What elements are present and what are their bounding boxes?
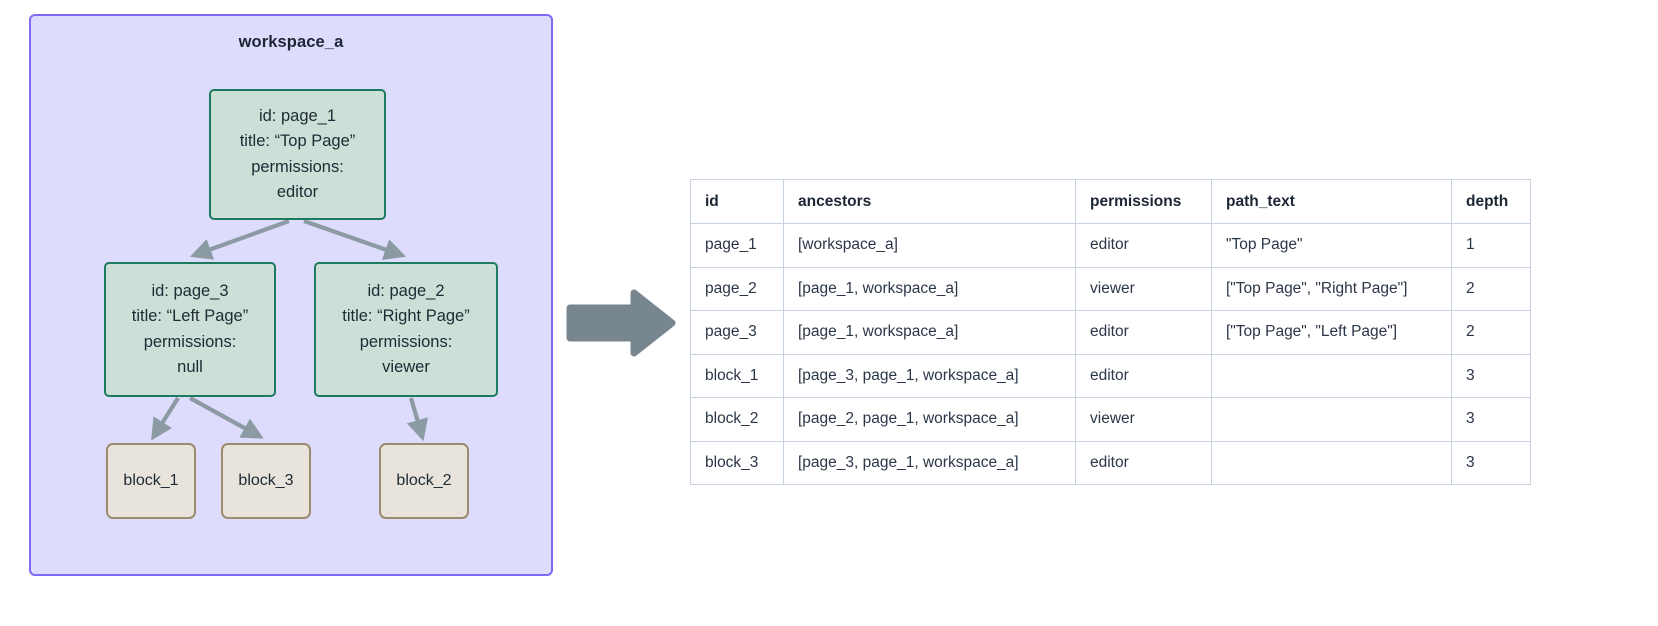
cell-path-text: ["Top Page", "Right Page"] <box>1211 266 1452 311</box>
cell-permissions: editor <box>1075 353 1212 398</box>
node-page-2-title: title: “Right Page” <box>342 307 470 326</box>
column-header-permissions: permissions <box>1075 179 1212 224</box>
node-page-1-perm-value: editor <box>276 182 319 201</box>
cell-permissions: editor <box>1075 440 1212 485</box>
cell-id: block_2 <box>690 397 784 442</box>
cell-path-text <box>1211 397 1452 442</box>
node-page-2[interactable]: id: page_2 title: “Right Page” permissio… <box>314 262 498 397</box>
cell-ancestors: [page_3, page_1, workspace_a] <box>783 440 1076 485</box>
workspace-title: workspace_a <box>238 33 344 51</box>
node-page-2-id: id: page_2 <box>367 282 445 301</box>
edge-page1-page3 <box>189 219 290 260</box>
node-page-1[interactable]: id: page_1 title: “Top Page” permissions… <box>209 89 386 220</box>
cell-ancestors: [page_1, workspace_a] <box>783 266 1076 311</box>
edge-page2-block2 <box>406 397 428 442</box>
cell-depth: 3 <box>1451 397 1531 442</box>
node-page-1-title: title: “Top Page” <box>239 132 356 151</box>
cell-ancestors: [page_1, workspace_a] <box>783 310 1076 355</box>
table-row: page_3 [page_1, workspace_a] editor ["To… <box>690 310 1531 355</box>
table-row: block_3 [page_3, page_1, workspace_a] ed… <box>690 440 1531 485</box>
cell-id: block_1 <box>690 353 784 398</box>
cell-path-text: ["Top Page", "Left Page"] <box>1211 310 1452 355</box>
cell-depth: 2 <box>1451 266 1531 311</box>
cell-ancestors: [page_2, page_1, workspace_a] <box>783 397 1076 442</box>
cell-permissions: viewer <box>1075 397 1212 442</box>
column-header-path-text: path_text <box>1211 179 1452 224</box>
node-page-1-perm-label: permissions: <box>251 157 344 176</box>
node-block-2-label: block_2 <box>396 471 452 489</box>
column-header-id: id <box>690 179 784 224</box>
node-block-2[interactable]: block_2 <box>379 443 469 519</box>
node-page-3-perm-label: permissions: <box>143 332 237 351</box>
cell-id: page_2 <box>690 266 784 311</box>
edge-page1-page2 <box>303 219 407 260</box>
table-header-row: id ancestors permissions path_text depth <box>690 179 1531 224</box>
node-page-3-id: id: page_3 <box>151 282 229 301</box>
cell-depth: 3 <box>1451 440 1531 485</box>
node-page-2-perm-value: viewer <box>382 357 430 376</box>
flow-arrow-icon <box>566 289 676 357</box>
node-block-3-label: block_3 <box>238 471 294 489</box>
edge-page3-block1 <box>151 396 180 441</box>
cell-path-text: "Top Page" <box>1211 223 1452 268</box>
cell-depth: 3 <box>1451 353 1531 398</box>
cell-path-text <box>1211 353 1452 398</box>
cell-path-text <box>1211 440 1452 485</box>
table-row: block_2 [page_2, page_1, workspace_a] vi… <box>690 397 1531 442</box>
node-page-3[interactable]: id: page_3 title: “Left Page” permission… <box>104 262 276 397</box>
node-block-1[interactable]: block_1 <box>106 443 196 519</box>
cell-ancestors: [page_3, page_1, workspace_a] <box>783 353 1076 398</box>
cell-id: page_1 <box>690 223 784 268</box>
table-row: block_1 [page_3, page_1, workspace_a] ed… <box>690 353 1531 398</box>
node-page-3-perm-value: null <box>177 357 203 376</box>
edge-page3-block3 <box>188 396 264 439</box>
column-header-ancestors: ancestors <box>783 179 1076 224</box>
result-table: id ancestors permissions path_text depth… <box>690 179 1531 485</box>
cell-depth: 2 <box>1451 310 1531 355</box>
table-row: page_1 [workspace_a] editor "Top Page" 1 <box>690 223 1531 268</box>
column-header-depth: depth <box>1451 179 1531 224</box>
node-page-3-title: title: “Left Page” <box>131 307 249 326</box>
node-page-2-perm-label: permissions: <box>359 332 453 351</box>
node-page-1-id: id: page_1 <box>258 107 337 126</box>
edge-layer <box>151 219 428 442</box>
workspace-container: workspace_a id: page_1 title: “Top Page”… <box>29 14 553 576</box>
cell-permissions: editor <box>1075 223 1212 268</box>
cell-ancestors: [workspace_a] <box>783 223 1076 268</box>
node-block-1-label: block_1 <box>123 471 179 489</box>
cell-depth: 1 <box>1451 223 1531 268</box>
cell-permissions: editor <box>1075 310 1212 355</box>
table-row: page_2 [page_1, workspace_a] viewer ["To… <box>690 266 1531 311</box>
result-table-container: id ancestors permissions path_text depth… <box>690 179 1531 485</box>
cell-id: page_3 <box>690 310 784 355</box>
cell-permissions: viewer <box>1075 266 1212 311</box>
cell-id: block_3 <box>690 440 784 485</box>
node-block-3[interactable]: block_3 <box>221 443 311 519</box>
